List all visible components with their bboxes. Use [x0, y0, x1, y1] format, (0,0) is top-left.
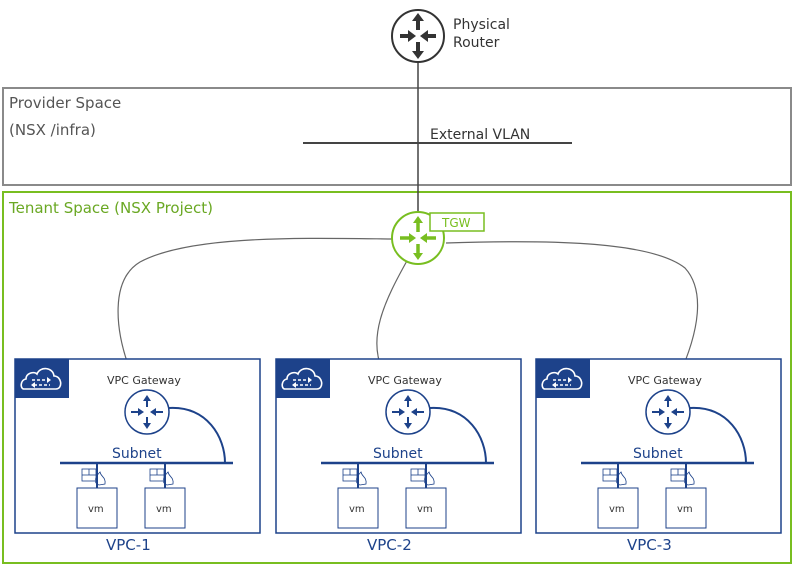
gateway-subnet-link	[168, 406, 226, 464]
vm-label: vm	[349, 504, 365, 515]
provider-space-box	[2, 87, 792, 186]
vm: vm	[76, 463, 118, 529]
tgw-link-vpc2	[376, 258, 409, 376]
tgw-label-box	[429, 212, 485, 232]
gateway-subnet-link	[429, 406, 487, 464]
vpc-gateway-label: VPC Gateway	[107, 374, 181, 387]
vpc-gateway-label: VPC Gateway	[368, 374, 442, 387]
vpc-name: VPC-3	[627, 536, 672, 554]
subnet-label: Subnet	[112, 446, 162, 462]
gateway-subnet-link	[689, 406, 747, 464]
vpc-name: VPC-1	[106, 536, 151, 554]
vpc-cloud-icon	[15, 359, 69, 398]
vm: vm	[337, 463, 379, 529]
vm: vm	[144, 463, 186, 529]
vpc-gateway-label: VPC Gateway	[628, 374, 702, 387]
subnet-label: Subnet	[633, 446, 683, 462]
vpc-cloud-icon	[276, 359, 330, 398]
physical-router-label-1: Physical	[453, 17, 510, 33]
subnet-label: Subnet	[373, 446, 423, 462]
vpc-name: VPC-2	[367, 536, 412, 554]
firewall-icon	[342, 468, 367, 486]
tgw-link-vpc3	[445, 241, 699, 379]
vm: vm	[405, 463, 447, 529]
tgw-link-vpc1	[117, 237, 394, 371]
tenant-space-title: Tenant Space (NSX Project)	[8, 199, 213, 217]
provider-space-title: Provider Space	[9, 94, 121, 112]
vm-label: vm	[677, 504, 693, 515]
vm-label: vm	[609, 504, 625, 515]
tenant-space-box	[2, 191, 792, 564]
physical-router-label-2: Router	[453, 35, 500, 51]
physical-router-icon	[391, 9, 445, 63]
vpc-cloud-icon	[536, 359, 590, 398]
vpc-gateway-router-icon	[385, 389, 431, 435]
vm-label: vm	[417, 504, 433, 515]
vm-label: vm	[88, 504, 104, 515]
external-vlan-label: External VLAN	[430, 127, 530, 143]
vpc-gateway-router-icon	[124, 389, 170, 435]
vm: vm	[597, 463, 639, 529]
tgw-label: TGW	[441, 216, 471, 230]
vm-label: vm	[156, 504, 172, 515]
vpc-gateway-router-icon	[645, 389, 691, 435]
vm: vm	[665, 463, 707, 529]
provider-space-subtitle: (NSX /infra)	[9, 121, 96, 139]
